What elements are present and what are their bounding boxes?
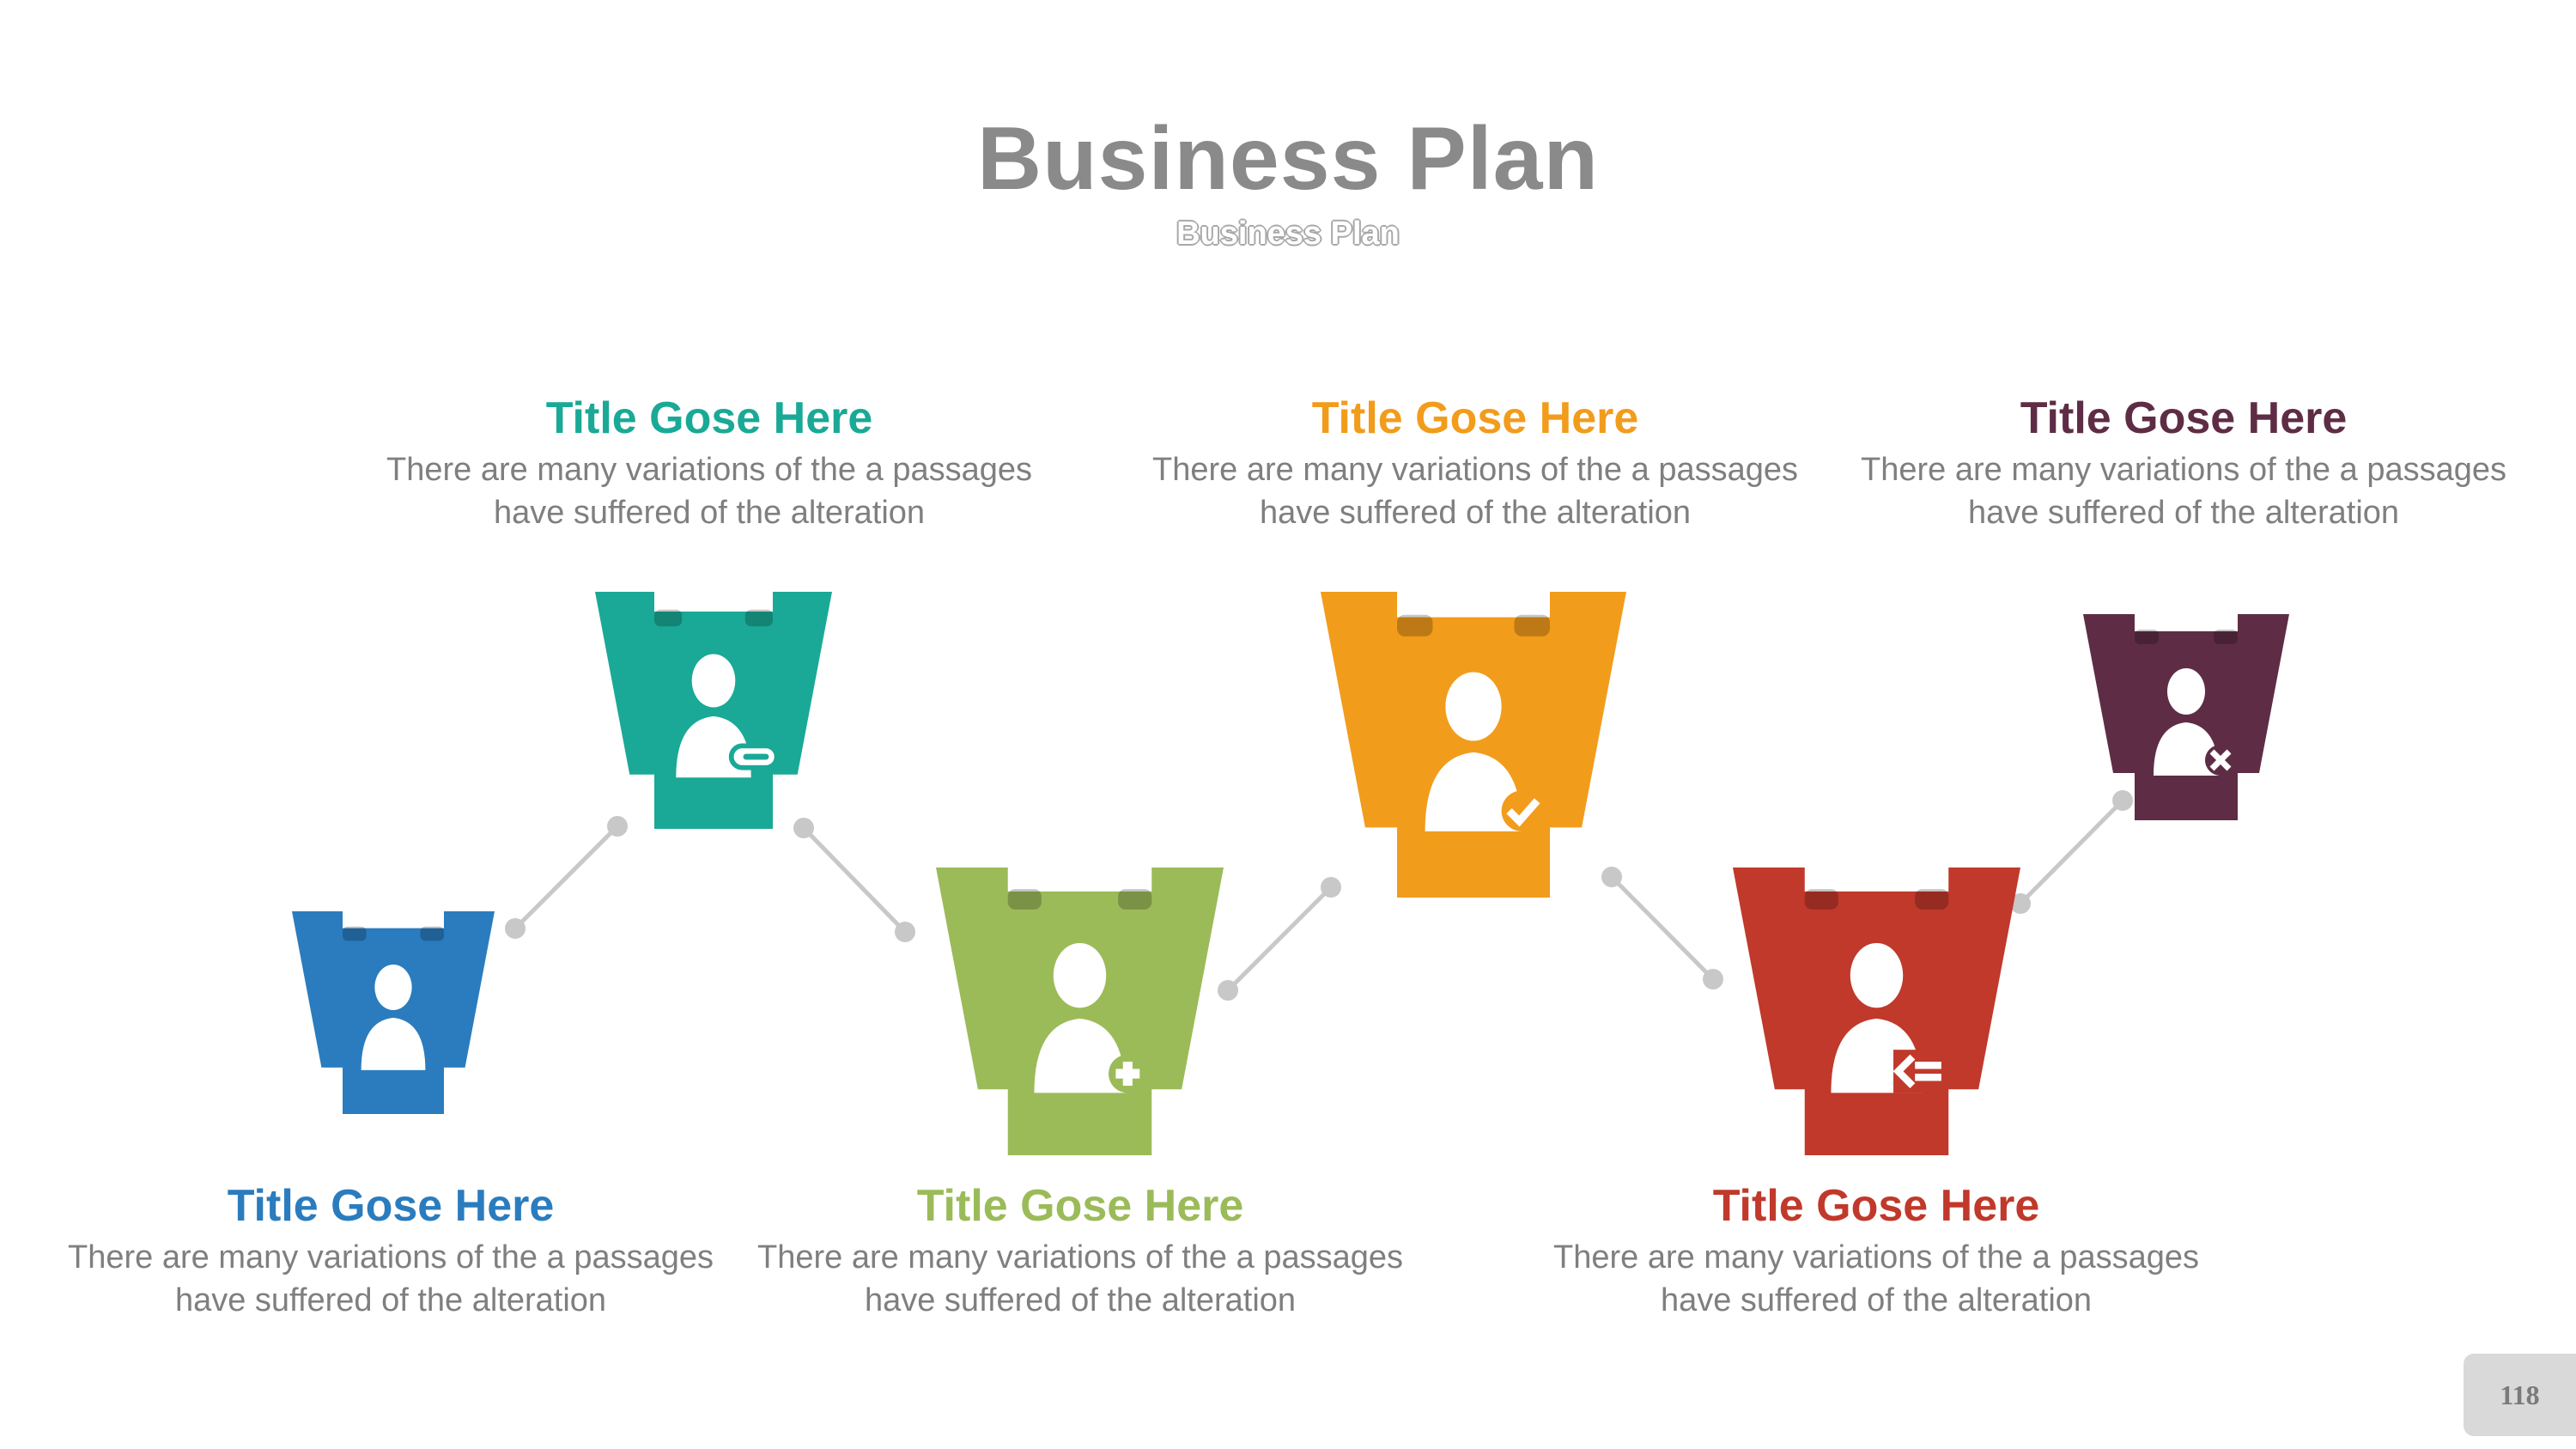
connector-line xyxy=(513,825,619,930)
step-4-shape-body xyxy=(1321,592,1626,898)
step-2-title: Title Gose Here xyxy=(545,393,873,443)
step-3-description: There are many variations of the a passa… xyxy=(737,1236,1424,1322)
step-4-line-2: have suffered of the alteration xyxy=(1259,494,1692,531)
step-2-shape xyxy=(595,592,832,829)
step-1-line-2: have suffered of the alteration xyxy=(174,1282,607,1318)
connector-dot xyxy=(895,922,915,942)
connector-dot xyxy=(1601,867,1622,887)
user-back-icon xyxy=(1831,942,1947,1093)
step-2-line-2: have suffered of the alteration xyxy=(493,494,926,531)
step-2-shape-body xyxy=(595,592,832,829)
user-remove-icon xyxy=(2154,668,2236,776)
connector-dot xyxy=(2112,790,2133,811)
step-2-text: Title Gose Here There are many variation… xyxy=(366,393,1053,534)
page-title: Business Plan xyxy=(977,109,1599,209)
step-5-shape xyxy=(1733,868,2020,1155)
step-4-description: There are many variations of the a passa… xyxy=(1132,448,1819,534)
step-6-line-1: There are many variations of the a passa… xyxy=(1861,451,2506,488)
connector-dot xyxy=(1218,980,1238,1001)
step-5-title: Title Gose Here xyxy=(1712,1181,2040,1231)
step-6-shape xyxy=(2083,614,2289,820)
user-icon xyxy=(361,964,426,1070)
step-3-title: Title Gose Here xyxy=(916,1181,1244,1231)
step-3-line-1: There are many variations of the a passa… xyxy=(757,1239,1403,1275)
connector-line xyxy=(1610,875,1715,981)
step-1-line-1: There are many variations of the a passa… xyxy=(68,1239,714,1275)
step-1-shape xyxy=(292,911,495,1114)
user-add-icon xyxy=(1034,942,1147,1093)
step-3-shape-body xyxy=(936,868,1224,1155)
step-4-line-1: There are many variations of the a passa… xyxy=(1152,451,1798,488)
step-6-text: Title Gose Here There are many variation… xyxy=(1840,393,2527,534)
step-5-description: There are many variations of the a passa… xyxy=(1533,1236,2220,1322)
step-6-title: Title Gose Here xyxy=(2020,393,2348,443)
step-5-shape-body xyxy=(1733,868,2020,1155)
step-1-title: Title Gose Here xyxy=(227,1181,555,1231)
step-4-shape xyxy=(1321,592,1626,898)
connector-dot xyxy=(2010,893,2031,914)
step-3-line-2: have suffered of the alteration xyxy=(864,1282,1297,1318)
step-5-line-2: have suffered of the alteration xyxy=(1660,1282,2093,1318)
step-6-shape-body xyxy=(2083,614,2289,820)
step-5-text: Title Gose Here There are many variation… xyxy=(1533,1181,2220,1322)
step-6-line-2: have suffered of the alteration xyxy=(1967,494,2400,531)
step-3-text: Title Gose Here There are many variation… xyxy=(737,1181,1424,1322)
connector-line xyxy=(802,826,907,934)
connector-dot xyxy=(505,918,526,939)
page-subtitle: Business Plan xyxy=(1176,216,1400,252)
step-1-text: Title Gose Here There are many variation… xyxy=(47,1181,734,1322)
step-2-description: There are many variations of the a passa… xyxy=(366,448,1053,534)
step-5-line-1: There are many variations of the a passa… xyxy=(1553,1239,2199,1275)
step-1-description: There are many variations of the a passa… xyxy=(47,1236,734,1322)
connector-line xyxy=(1226,886,1333,992)
connector-dot xyxy=(1703,969,1723,989)
step-4-title: Title Gose Here xyxy=(1311,393,1639,443)
connector-dot xyxy=(607,816,628,837)
step-6-description: There are many variations of the a passa… xyxy=(1840,448,2527,534)
connector-dot xyxy=(1321,877,1341,898)
step-2-line-1: There are many variations of the a passa… xyxy=(386,451,1032,488)
connector-line xyxy=(2019,799,2124,905)
step-4-text: Title Gose Here There are many variation… xyxy=(1132,393,1819,534)
step-1-shape-body xyxy=(292,911,495,1114)
user-check-icon xyxy=(1425,672,1543,831)
user-card-icon xyxy=(676,654,780,778)
connector-dot xyxy=(793,818,814,838)
step-3-shape xyxy=(936,868,1224,1155)
page-number: 118 xyxy=(2464,1354,2576,1436)
